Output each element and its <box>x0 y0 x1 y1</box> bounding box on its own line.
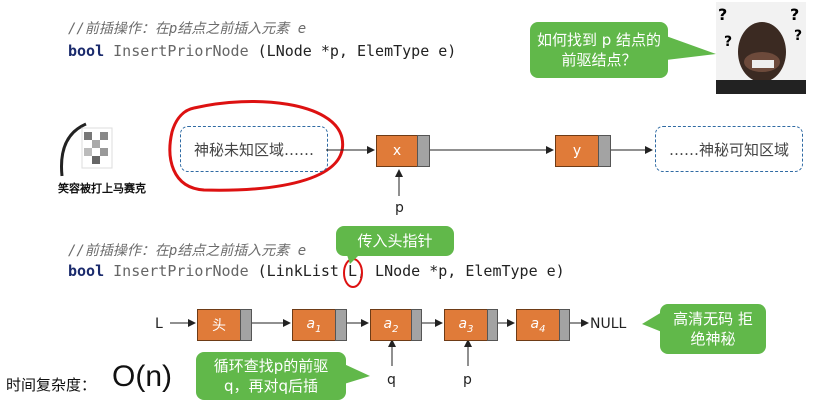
code-keyword: bool <box>68 42 105 60</box>
complexity-value: O(n) <box>112 360 172 393</box>
svg-text:?: ? <box>794 28 802 44</box>
bubble-tail-right <box>642 312 662 332</box>
search-bubble: 循环查找p的前驱 q，再对q后插 <box>196 352 346 400</box>
code-args-b: , LNode *p, ElemType e) <box>357 262 565 280</box>
node-a1-label: a1 <box>306 315 322 335</box>
node-a1-pointer <box>335 309 347 341</box>
node-a2: a2 <box>370 309 412 341</box>
code-param-L: L <box>347 262 357 280</box>
code-keyword-2: bool <box>68 262 105 280</box>
node-a2-pointer <box>411 309 422 341</box>
known-region-right-text: ……神秘可知区域 <box>668 140 789 159</box>
head-node-label: 头 <box>212 318 226 334</box>
node-a4-pointer <box>559 309 570 341</box>
pointer-p-label-2: p <box>463 372 472 388</box>
svg-text:?: ? <box>718 5 727 24</box>
svg-text:?: ? <box>724 34 732 50</box>
node-a3-pointer <box>487 309 498 341</box>
face-icon: ? ? ? ? <box>716 5 806 94</box>
node-x-pointer <box>417 135 430 167</box>
node-a3-label: a3 <box>458 315 474 335</box>
code-line-1: bool InsertPriorNode (LNode *p, ElemType… <box>68 42 456 60</box>
head-node-pointer <box>240 309 252 341</box>
null-label: NULL <box>590 316 627 332</box>
hd-bubble-text: 高清无码 拒绝神秘 <box>673 310 753 348</box>
bubble-tail-head <box>346 252 362 264</box>
comment-line-1: //前插操作：在p结点之前插入元素 e <box>68 21 307 37</box>
code-function-2: InsertPriorNode <box>113 262 249 280</box>
svg-text:?: ? <box>790 5 799 24</box>
code-line-2: bool InsertPriorNode (LinkList L, LNode … <box>68 262 565 280</box>
complexity-label: 时间复杂度： <box>6 376 97 394</box>
red-circle <box>168 100 345 192</box>
node-y-pointer <box>598 135 611 167</box>
bubble-tail-bottom <box>344 364 370 384</box>
hd-bubble: 高清无码 拒绝神秘 <box>660 304 766 354</box>
code-args: (LNode *p, ElemType e) <box>257 42 457 60</box>
head-pointer-L-label: L <box>155 316 163 332</box>
node-a4-label: a4 <box>530 315 546 335</box>
node-x: x <box>376 135 418 167</box>
node-x-label: x <box>392 143 402 159</box>
question-bubble-text: 如何找到 p 结点的前驱结点？ <box>536 31 662 69</box>
node-a1: a1 <box>292 309 336 341</box>
unknown-region-left: 神秘未知区域…… <box>180 126 328 172</box>
pointer-q-label: q <box>387 372 396 388</box>
known-region-right: ……神秘可知区域 <box>655 126 803 172</box>
head-node: 头 <box>197 309 241 341</box>
question-bubble: 如何找到 p 结点的前驱结点？ <box>530 22 668 78</box>
head-pointer-bubble: 传入头指针 <box>336 226 454 256</box>
unknown-region-left-text: 神秘未知区域…… <box>193 140 314 159</box>
bubble-tail-top <box>666 36 716 60</box>
code-args-a: (LinkList <box>257 262 348 280</box>
node-a4: a4 <box>516 309 560 341</box>
node-a2-label: a2 <box>383 315 399 335</box>
confused-face-image: ? ? ? ? <box>716 2 806 94</box>
comment-line-2: //前插操作：在p结点之前插入元素 e <box>68 243 307 259</box>
head-pointer-bubble-text: 传入头指针 <box>357 232 433 250</box>
pointer-p-label: p <box>395 200 404 216</box>
mosaic-face-image <box>56 116 136 180</box>
search-bubble-text: 循环查找p的前驱 q，再对q后插 <box>213 357 329 395</box>
mosaic-caption: 笑容被打上马赛克 <box>58 182 146 195</box>
node-y: y <box>555 135 599 167</box>
code-function: InsertPriorNode <box>113 42 249 60</box>
mosaic-icon <box>60 122 113 177</box>
node-y-label: y <box>572 143 582 159</box>
node-a3: a3 <box>444 309 488 341</box>
